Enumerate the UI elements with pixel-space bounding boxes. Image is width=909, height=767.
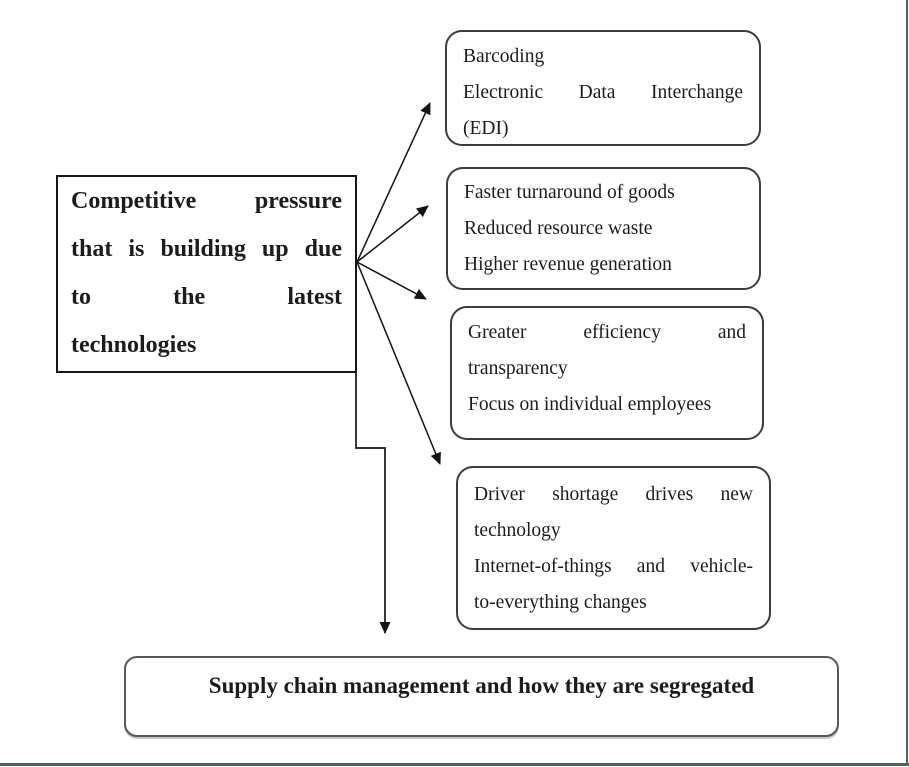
branch-box-line: Driver shortage drives new — [474, 484, 753, 505]
elbow-arrow-to-result — [355, 373, 391, 634]
branch-box-barcoding: Barcoding Electronic Data Interchange (E… — [445, 30, 761, 146]
source-box-line: Competitive pressure — [71, 188, 342, 214]
branch-box-line: Higher revenue generation — [464, 254, 672, 275]
branch-box-line: Greater efficiency and — [468, 322, 746, 343]
branch-box-turnaround: Faster turnaround of goods Reduced resou… — [446, 167, 761, 290]
result-box: Supply chain management and how they are… — [124, 656, 839, 737]
branch-box-line: transparency — [468, 358, 568, 379]
arrow-to-branch-2 — [356, 205, 429, 263]
source-box-line: to the latest — [71, 284, 342, 310]
source-box: Competitive pressure that is building up… — [56, 175, 357, 373]
branch-box-line: Focus on individual employees — [468, 394, 712, 415]
branch-box-line: (EDI) — [463, 118, 509, 139]
page-bottom-border-line — [0, 763, 909, 766]
source-box-line: technologies — [71, 332, 197, 358]
branch-box-line: to-everything changes — [474, 592, 647, 613]
arrow-to-branch-1 — [356, 102, 431, 263]
branch-box-line: technology — [474, 520, 561, 541]
source-box-line: that is building up due — [71, 236, 342, 262]
branch-box-line: Faster turnaround of goods — [464, 182, 675, 203]
branch-box-line: Internet-of-things and vehicle- — [474, 556, 753, 577]
branch-box-efficiency: Greater efficiency and transparency Focu… — [450, 306, 764, 440]
branch-box-line: Electronic Data Interchange — [463, 82, 743, 103]
branch-box-line: Reduced resource waste — [464, 218, 653, 239]
branch-box-line: Barcoding — [463, 46, 545, 67]
arrow-to-branch-3 — [356, 261, 427, 300]
arrow-to-branch-4 — [356, 261, 441, 465]
branch-box-driver-shortage: Driver shortage drives new technology In… — [456, 466, 771, 630]
result-box-text: Supply chain management and how they are… — [208, 673, 755, 698]
page-right-border-line — [906, 0, 908, 766]
